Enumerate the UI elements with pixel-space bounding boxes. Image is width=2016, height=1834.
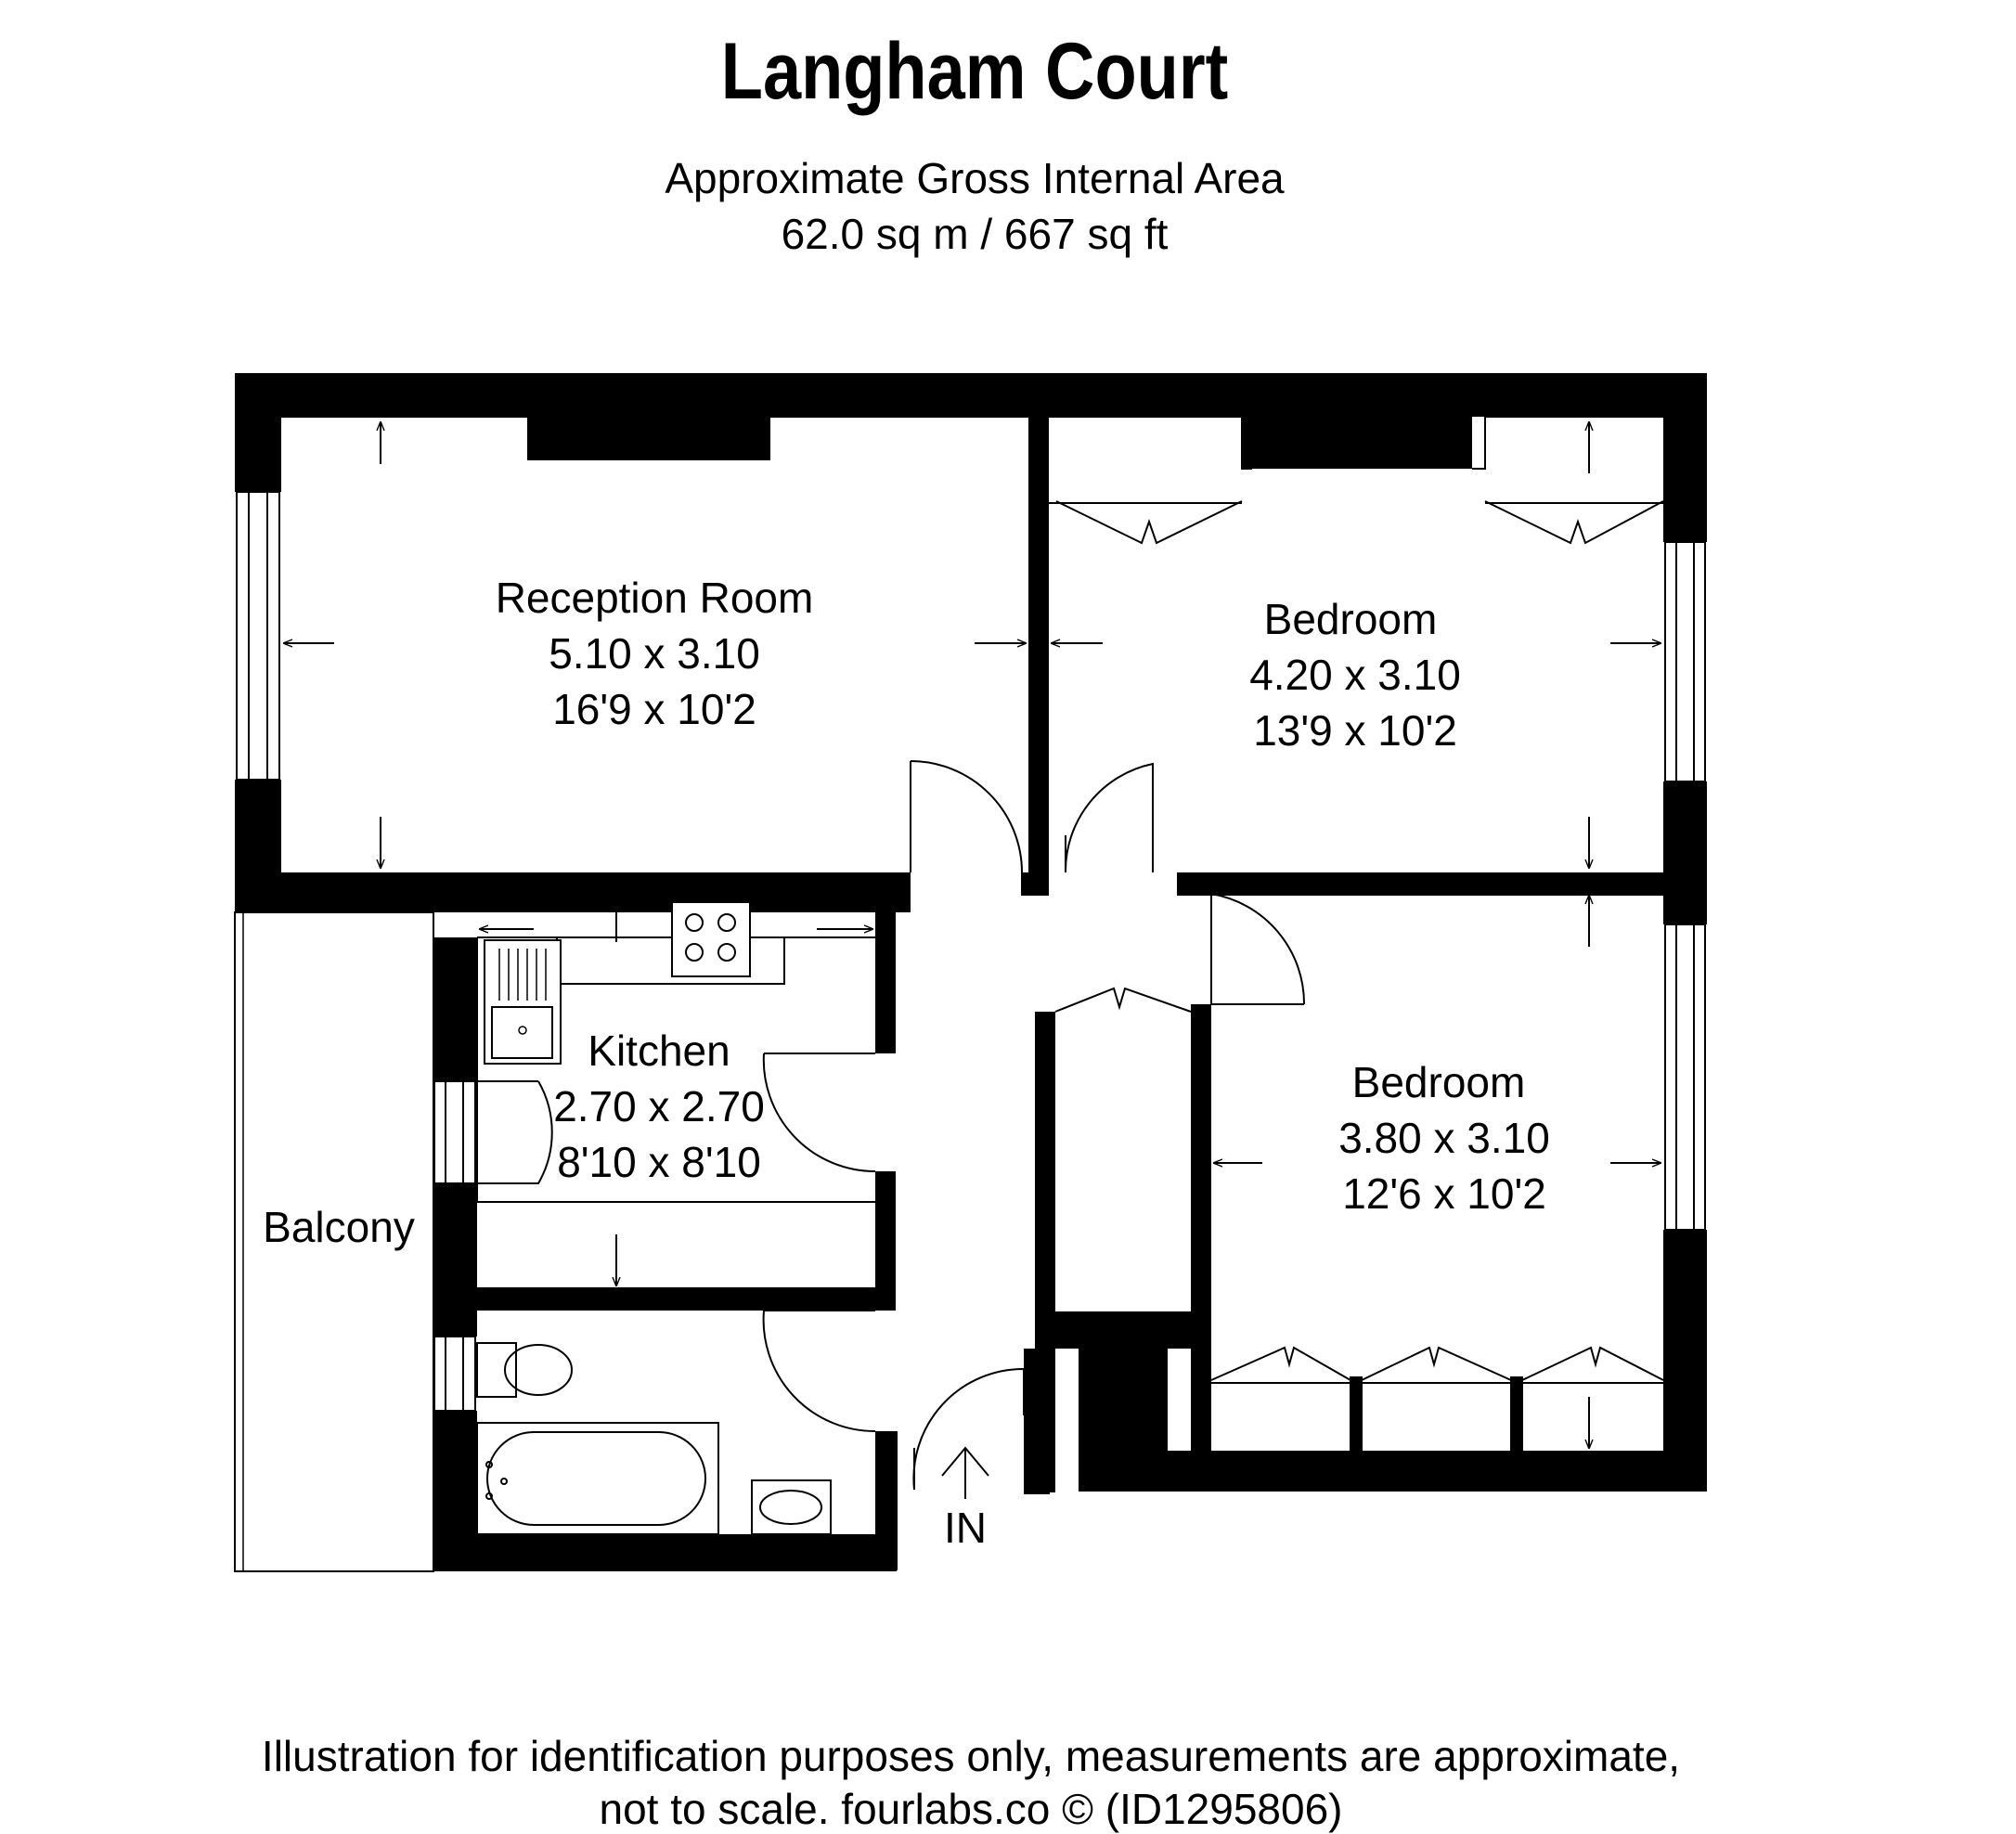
bedroom1-metric: 4.20 x 3.10 — [1249, 651, 1461, 699]
walls — [235, 373, 1707, 1571]
wardrobes — [1054, 500, 1664, 1453]
reception-room-metric: 5.10 x 3.10 — [549, 629, 760, 678]
bedroom1-name: Bedroom — [1264, 595, 1438, 643]
entrance-label: IN — [944, 1504, 987, 1552]
dimension-arrows — [284, 422, 1661, 1448]
bath-icon — [476, 1422, 719, 1535]
entrance-arrow-icon — [941, 1446, 989, 1499]
bedroom2-metric: 3.80 x 3.10 — [1338, 1114, 1550, 1162]
reception-room-name: Reception Room — [496, 574, 814, 622]
bedroom2-imperial: 12'6 x 10'2 — [1342, 1169, 1546, 1218]
bedroom1-imperial: 13'9 x 10'2 — [1253, 706, 1457, 755]
kitchen-name: Kitchen — [588, 1027, 730, 1075]
kitchen-metric: 2.70 x 2.70 — [553, 1082, 765, 1130]
area-label: Approximate Gross Internal Area — [665, 154, 1285, 202]
doors — [477, 760, 1306, 1491]
balcony-name: Balcony — [263, 1203, 415, 1251]
room-outlines — [281, 416, 1663, 1384]
bedroom2-name: Bedroom — [1352, 1058, 1526, 1106]
page-title: Langham Court — [720, 27, 1229, 116]
windows — [236, 491, 1706, 1412]
hob-icon — [671, 901, 751, 977]
kitchen-imperial: 8'10 x 8'10 — [557, 1138, 761, 1186]
toilet-bowl-icon — [504, 1344, 573, 1396]
washbasin-icon — [751, 1479, 832, 1535]
area-value: 62.0 sq m / 667 sq ft — [781, 210, 1169, 258]
bathroom-fittings — [476, 1342, 832, 1535]
footer-disclaimer-line1: Illustration for identification purposes… — [261, 1732, 1681, 1780]
sink-icon — [484, 939, 562, 1065]
reception-room-imperial: 16'9 x 10'2 — [552, 685, 756, 733]
kitchen-fittings — [477, 901, 875, 1065]
toilet-cistern-icon — [476, 1342, 517, 1398]
footer-disclaimer-line2: not to scale. fourlabs.co © (ID1295806) — [599, 1785, 1343, 1833]
